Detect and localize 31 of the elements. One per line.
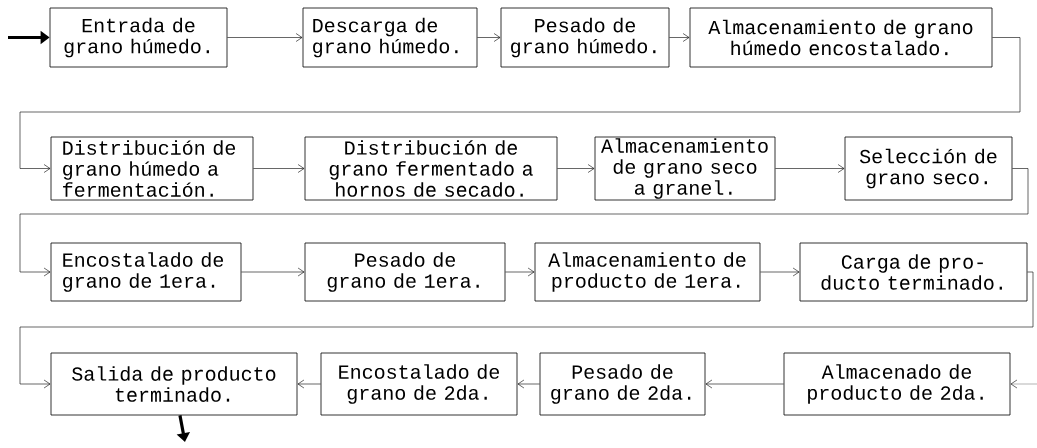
process-box: Selección de grano seco. [844,136,1013,201]
process-box: Pesado de grano de 1era. [304,242,506,302]
process-box: Almacenamiento de grano seco a granel. [594,136,776,201]
process-box: Encostalado de grano de 2da. [320,352,518,416]
process-box: Encostalado de grano de 1era. [50,242,242,302]
connector-arrow [505,267,535,277]
process-box: Pesado de grano de 2da. [539,352,706,416]
connector-arrow [557,164,595,173]
process-box: Pesado de grano húmedo. [500,7,670,68]
connector-arrow [477,33,501,42]
connector-arrow [775,164,845,173]
process-box: Almacenamiento de producto de 1era. [534,242,761,302]
process-box: Carga de pro- ducto terminado. [799,242,1028,302]
connector-arrow [241,267,305,277]
process-box: Entrada de grano húmedo. [49,7,228,68]
process-box: Descarga de grano húmedo. [302,7,478,68]
process-box: Distribución de grano húmedo a fermentación. [50,136,254,201]
connector-arrow [669,33,690,42]
connector-arrow [253,164,305,173]
connector-arrow [227,33,303,42]
connector-arrow [19,271,1034,389]
connector-arrow [19,168,1029,277]
connector-arrow [705,379,784,389]
process-box: Distribución de grano fermentado a hornos de secado. [304,136,558,201]
process-box: Almacenado de producto de 2da. [783,352,1011,416]
connector-arrow [297,379,321,389]
process-box: Almacenamiento de grano húmedo encostalado. [689,7,993,68]
connector-arrow [760,267,800,277]
connector-arrow [19,37,1021,173]
connector-arrow [517,379,540,389]
process-box: Salida de producto terminado. [50,352,298,416]
